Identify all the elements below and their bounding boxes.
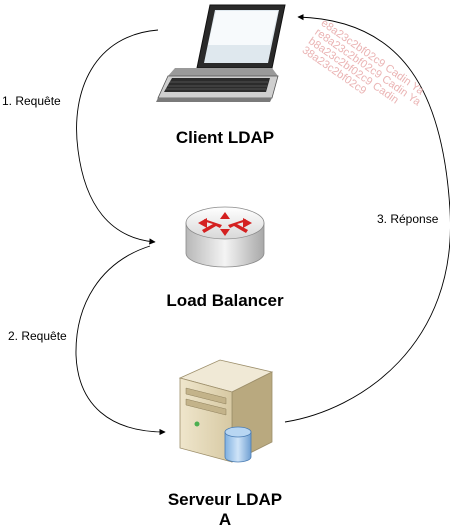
edge-balancer-to-server bbox=[75, 245, 166, 436]
balancer-label: Load Balancer bbox=[166, 291, 284, 310]
server-icon bbox=[178, 359, 274, 463]
edge-label-1: 1. Requête bbox=[2, 94, 61, 108]
client-label: Client LDAP bbox=[175, 128, 275, 147]
edge-label-3: 3. Réponse bbox=[377, 212, 439, 226]
edge-server-to-client bbox=[284, 14, 450, 423]
laptop-icon bbox=[156, 4, 286, 102]
server-label-line1: Serveur LDAP bbox=[167, 490, 283, 509]
server-label-line2: A bbox=[218, 510, 232, 529]
edge-client-to-balancer bbox=[76, 29, 159, 245]
edge-label-2: 2. Requête bbox=[8, 329, 67, 343]
database-icon bbox=[224, 426, 252, 463]
router-icon bbox=[185, 206, 265, 268]
